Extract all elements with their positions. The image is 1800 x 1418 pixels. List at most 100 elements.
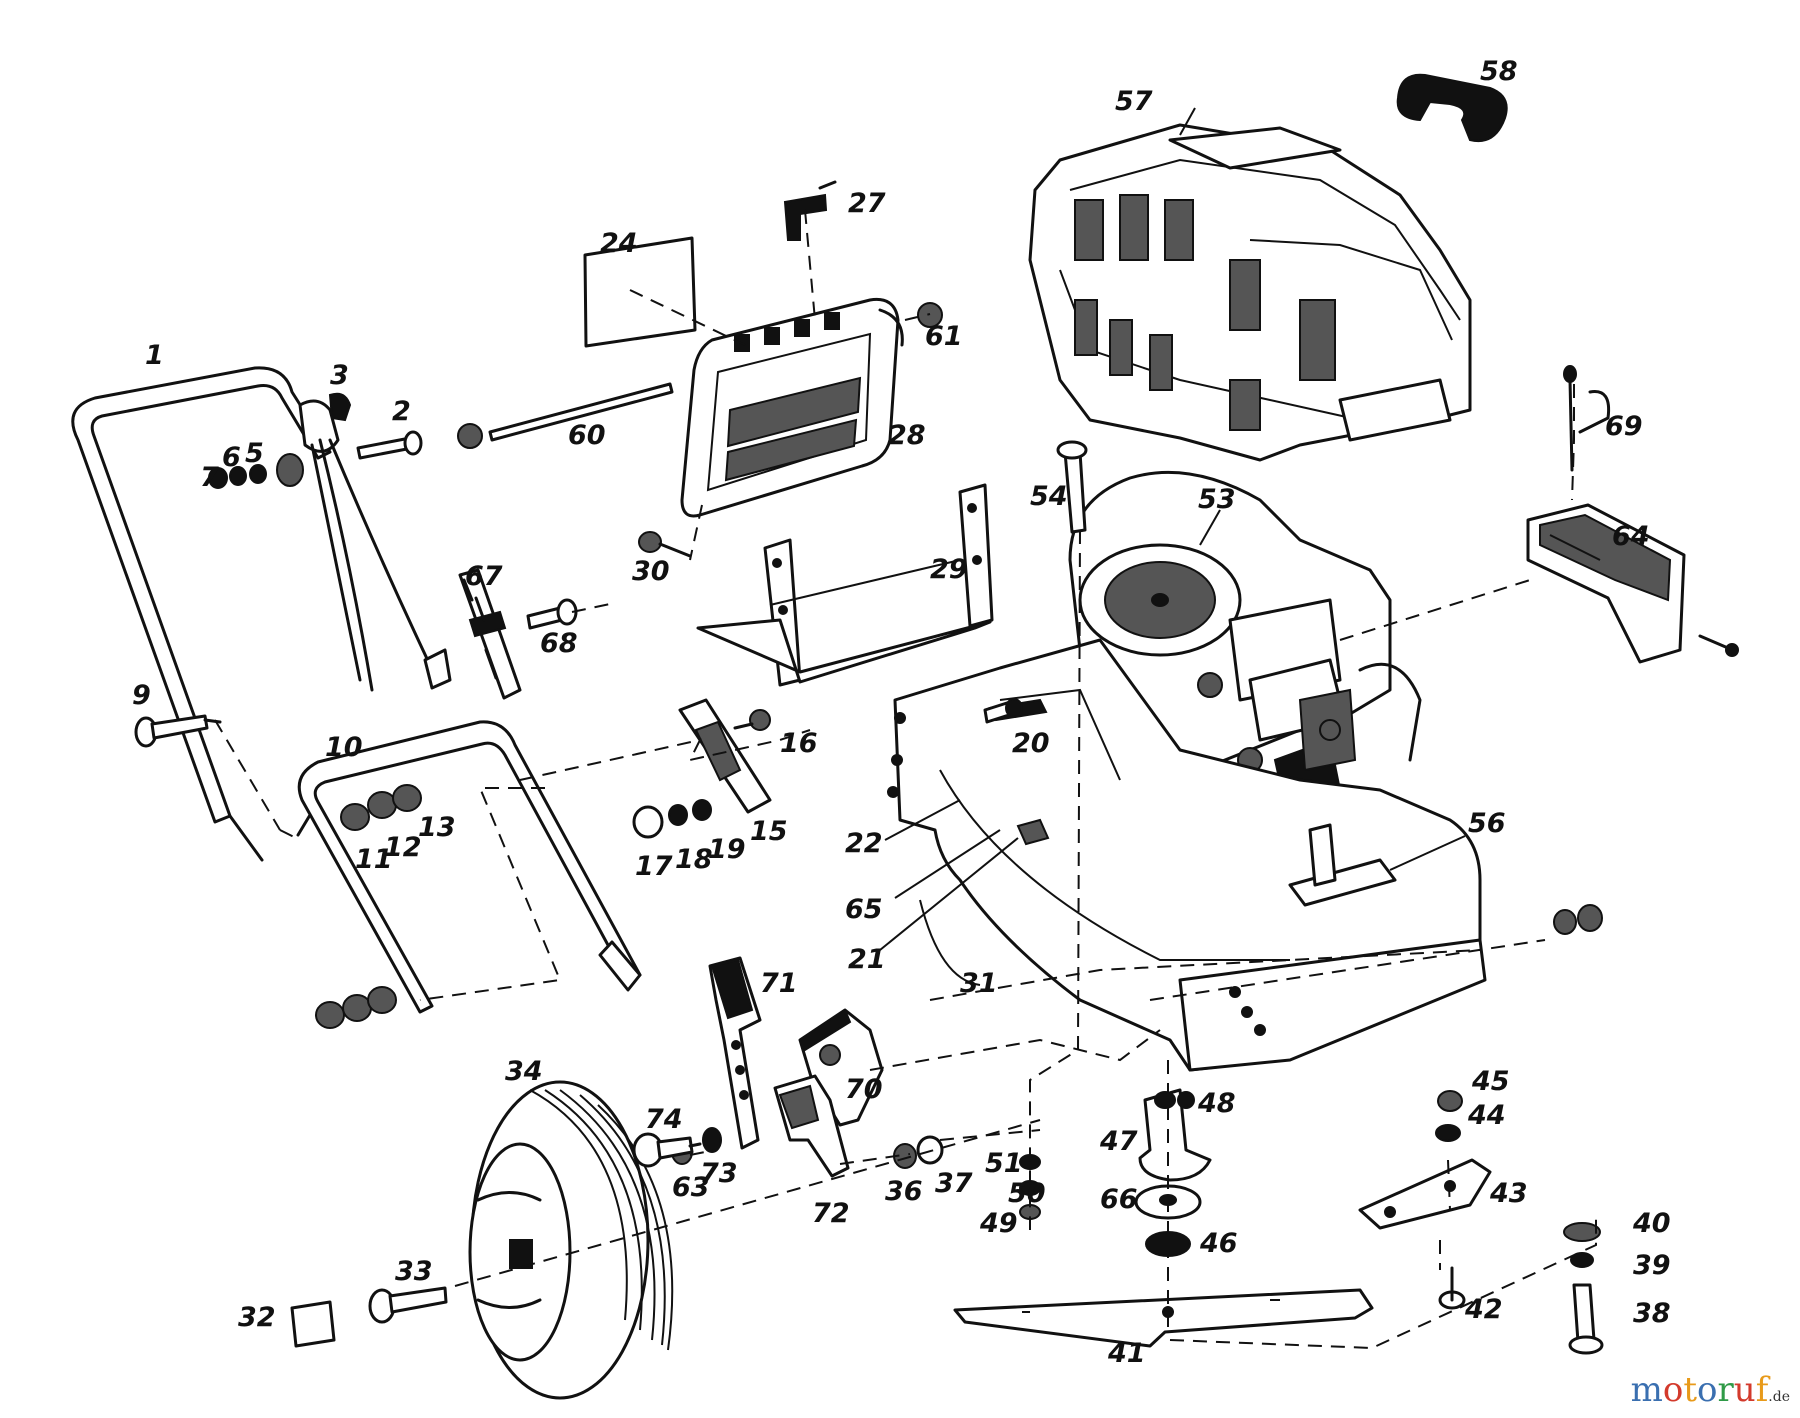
spring-part [1563, 365, 1611, 472]
callout-label: 31 [960, 968, 998, 999]
bolt-part [134, 714, 222, 748]
callout-label: 6 [222, 442, 241, 473]
grass-bag-part [1028, 123, 1472, 462]
callout-label: 50 [1008, 1178, 1046, 1209]
cable-lever-part [298, 392, 452, 692]
callout-label: 42 [1464, 1294, 1503, 1325]
callout-label: 12 [384, 832, 422, 863]
nut-set-part [315, 784, 422, 1029]
callout-label: 19 [708, 834, 746, 865]
callout-label: 13 [418, 812, 456, 843]
lower-handle-part [296, 720, 642, 1014]
callout-label: 47 [1099, 1126, 1138, 1157]
long-bolt-part [1056, 440, 1088, 534]
callout-label: 53 [1198, 484, 1236, 515]
callout-label: 57 [1115, 86, 1153, 117]
callout-label: 37 [935, 1168, 973, 1199]
callout-label: 22 [845, 828, 883, 859]
callout-label: 49 [979, 1208, 1018, 1239]
mower-deck-part [887, 638, 1487, 1072]
callout-label: 63 [672, 1172, 710, 1203]
label-leaders [879, 107, 1601, 986]
callout-label: 39 [1633, 1250, 1671, 1281]
retaining-clip-part [783, 180, 837, 241]
callout-label: 32 [238, 1302, 276, 1333]
bolt-part [356, 430, 423, 460]
callout-label: 7 [200, 462, 219, 493]
callout-label: 21 [848, 944, 886, 975]
assembly-lines [214, 209, 1597, 1350]
axle-lever-part [708, 956, 762, 1150]
rod-part [488, 382, 674, 442]
callout-label: 70 [845, 1074, 883, 1105]
small-washer-set-part [1019, 1154, 1041, 1220]
callout-label: 11 [355, 844, 393, 875]
callout-label: 46 [1199, 1228, 1238, 1259]
callout-label: 65 [845, 894, 883, 925]
screw-part [983, 698, 1023, 724]
callout-label: 67 [465, 561, 503, 592]
callout-label: 74 [645, 1104, 683, 1135]
height-adjuster-part [458, 568, 578, 700]
wheel-bracket-part [773, 1074, 850, 1178]
washer-part [1177, 1091, 1195, 1109]
bracket-part [696, 483, 994, 687]
clamp-part [678, 698, 772, 814]
carry-handle-part [1396, 73, 1508, 142]
callout-label: 5 [245, 438, 264, 469]
callout-label: 51 [985, 1148, 1023, 1179]
callout-label: 20 [1012, 728, 1050, 759]
callout-label: 73 [700, 1158, 738, 1189]
blade-adapter-part [1138, 1088, 1212, 1182]
callout-label: 48 [1197, 1088, 1236, 1119]
callout-label: 66 [1100, 1184, 1138, 1215]
callout-label: 17 [635, 851, 673, 882]
screw-part [1438, 1266, 1466, 1310]
callout-label: 27 [848, 188, 886, 219]
washer-set-part [632, 799, 712, 839]
callout-label: 41 [1107, 1338, 1146, 1369]
callout-label: 18 [675, 844, 713, 875]
pivot-bolt-part [632, 1127, 722, 1168]
callout-label: 64 [1612, 521, 1650, 552]
callout-label: 58 [1480, 56, 1518, 87]
adjust-plate-part [798, 1008, 884, 1127]
blade-part [953, 1288, 1374, 1348]
callout-label: 36 [885, 1176, 923, 1207]
upper-handle-part [71, 366, 332, 862]
callout-label: 1 [145, 340, 164, 371]
callout-label: 30 [632, 556, 670, 587]
blade-holder-part [1358, 1158, 1492, 1230]
callout-label: 68 [540, 628, 578, 659]
callout-label: 61 [925, 321, 963, 352]
nut-part [457, 302, 943, 449]
wheel-part [468, 1080, 674, 1400]
callout-label: 9 [132, 680, 151, 711]
callout-label: 3 [330, 360, 349, 391]
callout-label: 45 [1471, 1066, 1510, 1097]
nut-set-part [1435, 1090, 1463, 1142]
callout-label: 34 [505, 1056, 543, 1087]
callout-label: 38 [1633, 1298, 1671, 1329]
callout-label: 28 [888, 420, 926, 451]
grass-catcher-frame-part [680, 297, 904, 518]
callout-labels: 1 2 3 5 6 7 9 10 11 12 13 15 16 17 18 19… [132, 56, 1671, 1369]
callout-label: 29 [930, 554, 968, 585]
callout-label: 33 [395, 1256, 433, 1287]
callout-label: 24 [600, 228, 638, 259]
callout-label: 43 [1489, 1178, 1528, 1209]
callout-label: 60 [568, 420, 606, 451]
wheel-bolt-part [368, 1286, 448, 1324]
callout-label: 16 [780, 728, 818, 759]
callout-label: 54 [1030, 481, 1068, 512]
callout-label: 10 [325, 732, 363, 763]
screw-part [638, 531, 692, 558]
callout-label: 69 [1605, 411, 1643, 442]
callout-label: 71 [760, 968, 798, 999]
callout-label: 44 [1467, 1100, 1506, 1131]
callout-label: 40 [1632, 1208, 1671, 1239]
callout-label: 56 [1468, 808, 1506, 839]
callout-label: 2 [392, 396, 411, 427]
hub-cap-part [290, 1300, 336, 1348]
